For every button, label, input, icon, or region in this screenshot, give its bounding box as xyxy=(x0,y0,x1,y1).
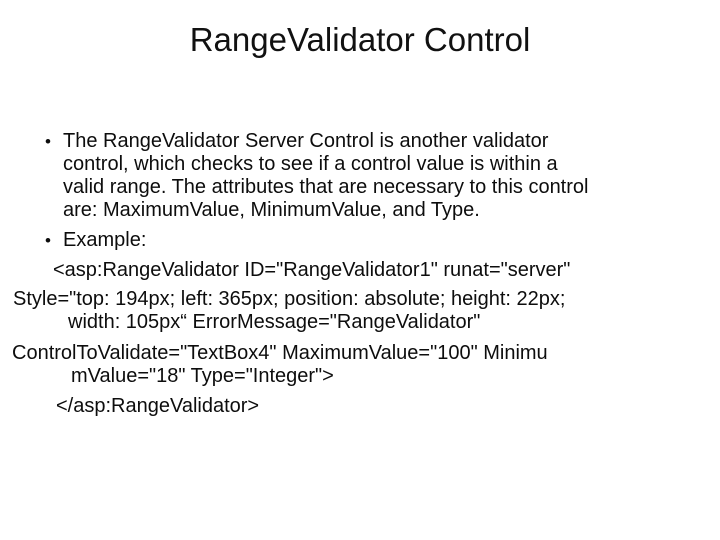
body-line: control, which checks to see if a contro… xyxy=(0,153,720,176)
code-line-2: Style="top: 194px; left: 365px; position… xyxy=(13,288,566,310)
slide-title: RangeValidator Control xyxy=(189,21,531,58)
code-line-1: <asp:RangeValidator ID="RangeValidator1"… xyxy=(53,259,571,281)
body-line: valid range. The attributes that are nec… xyxy=(0,176,720,199)
code-line-4: ControlToValidate="TextBox4" MaximumValu… xyxy=(12,342,548,364)
code-line: </asp:RangeValidator> xyxy=(0,395,720,418)
bullet1-line-3: valid range. The attributes that are nec… xyxy=(63,176,589,198)
bullet1-line-2: control, which checks to see if a contro… xyxy=(63,153,558,175)
code-line: ControlToValidate="TextBox4" MaximumValu… xyxy=(0,342,720,365)
code-line: <asp:RangeValidator ID="RangeValidator1"… xyxy=(0,259,720,282)
body-line: are: MaximumValue, MinimumValue, and Typ… xyxy=(0,199,720,222)
bullet1-line-4: are: MaximumValue, MinimumValue, and Typ… xyxy=(63,199,480,221)
bullet1-line-1: The RangeValidator Server Control is ano… xyxy=(63,130,549,152)
bullet-icon: • xyxy=(45,132,51,151)
code-line-5: mValue="18" Type="Integer"> xyxy=(71,365,334,387)
bullet2-label: Example: xyxy=(63,229,147,251)
code-line-3: width: 105px“ ErrorMessage="RangeValidat… xyxy=(68,311,481,333)
code-line: width: 105px“ ErrorMessage="RangeValidat… xyxy=(0,311,720,334)
code-line-6: </asp:RangeValidator> xyxy=(56,395,260,417)
bullet-icon: • xyxy=(45,231,51,250)
body-line: • Example: xyxy=(0,229,720,252)
code-line: mValue="18" Type="Integer"> xyxy=(0,365,720,388)
body-line: • The RangeValidator Server Control is a… xyxy=(0,130,720,153)
code-line: Style="top: 194px; left: 365px; position… xyxy=(0,288,720,311)
